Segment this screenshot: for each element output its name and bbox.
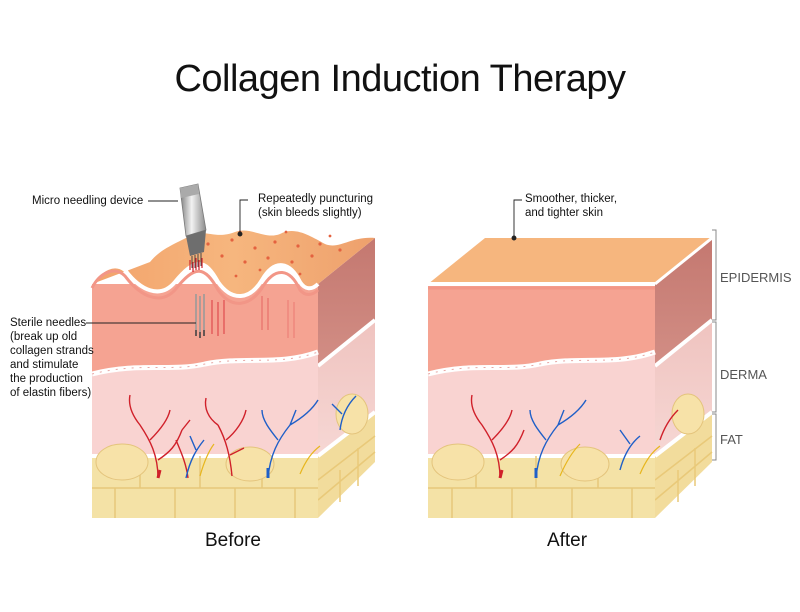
after-fat-lobule [431,443,485,481]
before-puncture-marks [206,230,342,278]
layer-label-epidermis: EPIDERMIS [720,270,792,285]
before-arteries [128,394,247,479]
needles-label-line3: collagen strands [10,345,94,357]
layer-label-derma: DERMA [720,367,767,382]
before-needle-tracks [211,296,295,338]
before-skin-block [86,183,377,518]
before-side-fat [318,412,375,518]
before-side-epidermis [318,238,375,366]
diagram-title: Collagen Induction Therapy [174,58,626,100]
before-sterile-needles [195,294,205,338]
result-label-line1: Smoother, thicker, [525,193,618,205]
after-fat-lobule [671,393,705,435]
needles-label-line5: the production [10,373,83,385]
device-label: Micro needling device [32,195,144,207]
after-leader-line [511,199,522,241]
micro-needling-device [179,183,207,272]
after-fat-lobule [560,446,610,482]
result-label-line2: and tighter skin [525,207,603,219]
before-skin-surface [92,230,375,297]
needles-label-line2: (break up old [10,331,78,343]
before-fat-lobule [225,446,275,482]
before-fat-lobule [335,393,369,435]
after-side-epidermis [655,238,712,366]
after-veins [529,399,641,479]
after-side-fat [655,412,712,518]
after-skin-block [427,199,714,518]
after-skin-surface [428,238,712,284]
caption-after: After [546,530,588,551]
needles-label-line4: and stimulate [10,359,79,371]
needles-label-line6: of elastin fibers) [10,387,92,399]
before-leader-lines [86,199,248,324]
before-veins [185,395,357,479]
layer-brackets [712,229,717,461]
puncture-label-line2: (skin bleeds slightly) [258,207,362,219]
needles-label-line1: Sterile needles [10,317,87,329]
before-fat-lobule [95,443,149,481]
after-arteries [470,394,679,479]
puncture-label-line1: Repeatedly puncturing [258,193,374,205]
layer-label-fat: FAT [720,432,743,447]
caption-before: Before [205,530,261,551]
